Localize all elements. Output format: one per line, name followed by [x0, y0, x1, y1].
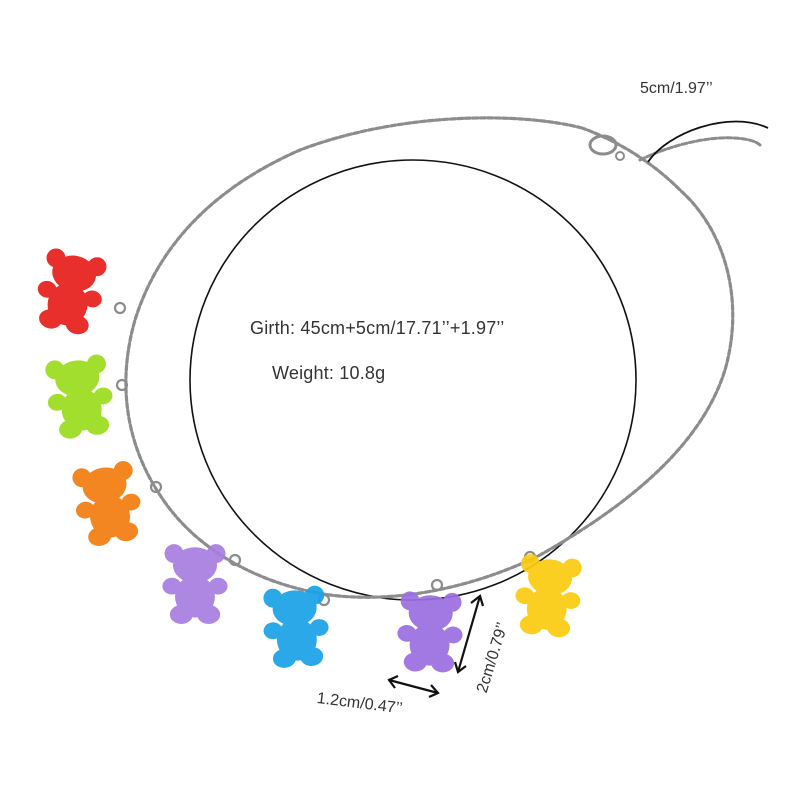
extender-chain [638, 136, 762, 162]
extender-length-label: 5cm/1.97’’ [640, 80, 713, 97]
height-arrow [453, 594, 485, 674]
necklace-chain [124, 116, 735, 599]
bear-pendants [30, 246, 585, 674]
weight-label: Weight: 10.8g [272, 363, 386, 383]
pendant-jump-ring [228, 553, 242, 567]
girth-label: Girth: 45cm+5cm/17.71’’+1.97’’ [250, 318, 505, 338]
width-arrow [387, 674, 440, 699]
gummy-bear-pendant-yellow [511, 552, 585, 640]
gummy-bear-pendant-purple [162, 544, 228, 624]
girth-circle [189, 159, 637, 601]
pendant-jump-ring [430, 578, 444, 592]
gummy-bear-pendant-green [42, 353, 118, 442]
gummy-bear-pendant-violet [396, 591, 464, 674]
gummy-bear-pendant-red [30, 246, 111, 338]
gummy-bear-pendant-blue [260, 584, 332, 670]
lobster-clasp [588, 134, 625, 161]
extender-measure-arc [647, 120, 769, 163]
pendant-jump-ring [115, 378, 129, 392]
pendant-jump-ring [149, 480, 163, 494]
gummy-bear-pendant-orange [68, 459, 147, 550]
pendant-jump-ring [113, 301, 127, 315]
